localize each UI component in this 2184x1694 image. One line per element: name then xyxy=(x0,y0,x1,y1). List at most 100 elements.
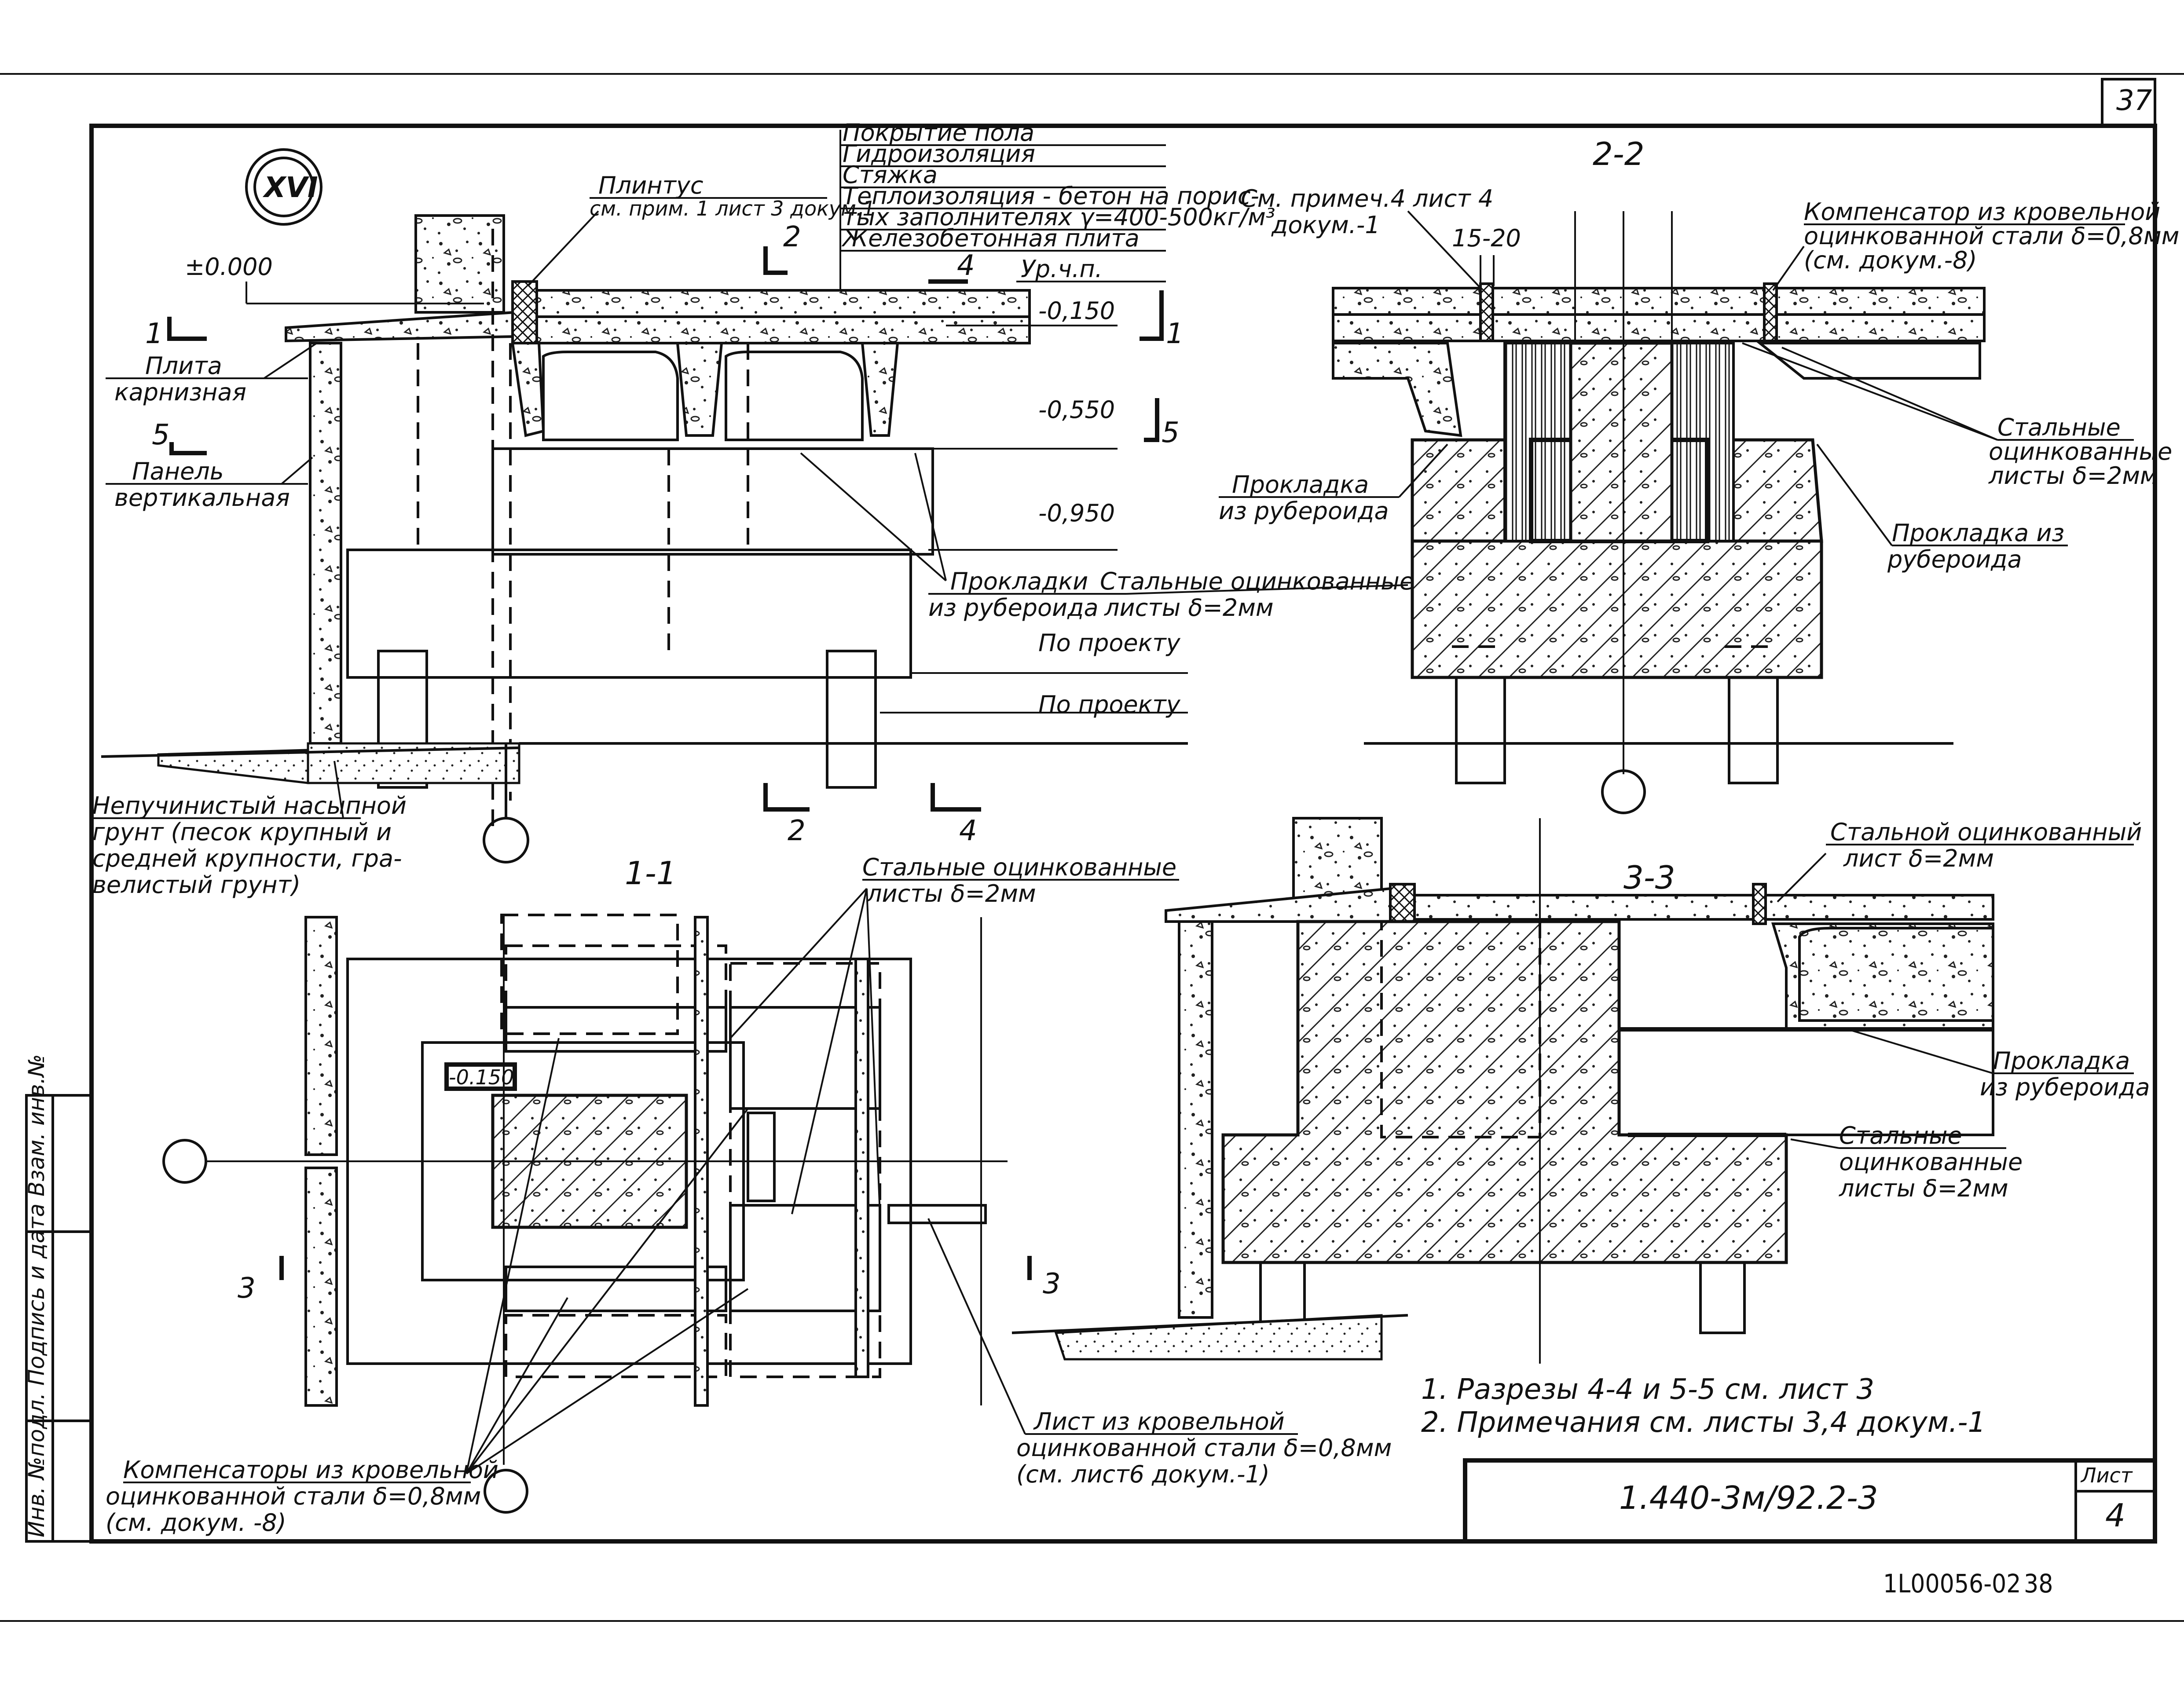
archive-page: 38 xyxy=(2024,1569,2053,1599)
plan-comp-leader-4 xyxy=(465,1288,749,1474)
compensator-label-3: (см. докум.-8) xyxy=(1804,246,1977,274)
section-mark-5: 5 xyxy=(152,419,170,451)
cut-mark-2: 2 xyxy=(788,815,806,847)
compensator-label-1: Компенсатор из кровельной xyxy=(1804,198,2160,226)
plan-steel-label-2: листы δ=2мм xyxy=(866,880,1036,907)
plan-sheet-leader xyxy=(927,1218,1026,1434)
sheet-label: Лист xyxy=(2080,1463,2133,1487)
note-2: 2. Примечания см. листы 3,4 докум.-1 xyxy=(1421,1406,1986,1439)
pad-left-leader xyxy=(1398,443,1448,498)
plan-comp-leader-1 xyxy=(465,1038,560,1474)
floor-layer-4: Теплоизоляция - бетон на порис- xyxy=(843,182,1259,210)
section-3-3 xyxy=(1011,817,1994,1364)
detail-stamp xyxy=(245,148,322,226)
sheet-frame xyxy=(0,73,2184,1622)
plan-1-1 xyxy=(162,914,1032,1514)
floor-layer-ref: Ур.ч.п. xyxy=(1021,255,1103,283)
pad-right-label-1: Прокладка из xyxy=(1892,519,2064,547)
plinth-leader xyxy=(527,210,599,287)
pads-leader-1 xyxy=(800,452,947,582)
s33-sheets-leader xyxy=(1790,1138,1840,1149)
steel-sheets-leader xyxy=(1126,584,1408,595)
archive-code: 1L00056-02 xyxy=(1883,1569,2021,1599)
cornice-slab-label-1: Плита xyxy=(145,352,222,380)
plan-comp-leader-2 xyxy=(465,1297,568,1474)
s33-pad-leader xyxy=(1847,1028,1993,1074)
floor-layer-6: Железобетонная плита xyxy=(841,224,1140,252)
pads-leader-2 xyxy=(914,453,947,581)
floor-layer-3: Стяжка xyxy=(843,161,938,189)
s33-steel-label-1: Стальной оцинкованный xyxy=(1830,818,2142,846)
fill-label-1: Непучинистый насыпной xyxy=(92,792,407,820)
panel-leader xyxy=(281,457,313,485)
title-block xyxy=(1463,1458,2157,1544)
plan-comp-label-2: оцинкованной стали δ=0,8мм xyxy=(106,1482,481,1510)
floor-layer-5: тых заполнителях γ=400-500кг/м³ xyxy=(843,203,1275,231)
section-mark-arrows xyxy=(167,246,1164,812)
compensator-leader xyxy=(1772,245,1805,291)
s33-sheets-label-3: листы δ=2мм xyxy=(1839,1174,2008,1202)
plan-elev-mark: -0.150 xyxy=(449,1065,514,1089)
see-note-label: См. примеч.4 лист 4 xyxy=(1241,185,1493,212)
note-1: 1. Разрезы 4-4 и 5-5 см. лист 3 xyxy=(1421,1373,1874,1406)
pads-label-2: из рубероида xyxy=(928,594,1099,622)
pad-left-label-2: из рубероида xyxy=(1219,497,1389,525)
s33-pad-label-2: из рубероида xyxy=(1980,1073,2150,1101)
section-mark-3: 3 xyxy=(238,1272,256,1305)
pad-right-label-2: рубероида xyxy=(1887,545,2022,573)
floor-layer-1: Покрытие пола xyxy=(843,119,1034,146)
plan-steel-label-1: Стальные оцинкованные xyxy=(862,853,1176,881)
plinth-ref: см. прим. 1 лист 3 докум.1 xyxy=(590,197,876,220)
elev-m950: -0,950 xyxy=(1038,499,1115,527)
gap-dimension: 15-20 xyxy=(1452,224,1521,252)
fill-leader xyxy=(333,761,344,819)
section-2-2 xyxy=(1332,211,1986,814)
section-mark-1b: 1 xyxy=(1166,318,1184,350)
s33-steel-label-2: лист δ=2мм xyxy=(1843,845,1994,872)
section-top-left xyxy=(101,214,1188,863)
s33-pad-label-1: Прокладка xyxy=(1993,1047,2130,1075)
floor-layer-2: Гидроизоляция xyxy=(843,140,1035,168)
pad-left-label-1: Прокладка xyxy=(1232,471,1369,498)
steel-right-label-2: оцинкованные xyxy=(1989,438,2172,465)
panel-label-2: вертикальная xyxy=(114,484,290,512)
steel-right-label-1: Стальные xyxy=(1997,413,2121,441)
steel-right-leader-1 xyxy=(1742,342,1998,441)
plan-sheet-label-1: Лист из кровельной xyxy=(1033,1408,1285,1435)
section-1-1-title: 1-1 xyxy=(625,855,677,892)
cornice-slab-label-2: карнизная xyxy=(114,378,246,406)
see-note-leader xyxy=(1407,210,1484,291)
s33-sheets-label-1: Стальные xyxy=(1839,1122,1962,1149)
pads-label-1: Прокладки xyxy=(950,567,1088,595)
floor-layer-callout xyxy=(839,130,1166,290)
s33-steel-leader xyxy=(1777,852,1827,903)
elev-m150: -0,150 xyxy=(1038,297,1115,325)
s33-sheets-label-2: оцинкованные xyxy=(1839,1148,2023,1176)
corner-number: 37 xyxy=(2116,84,2152,117)
steel-right-label-3: листы δ=2мм xyxy=(1988,462,2158,490)
sheet-number: 4 xyxy=(2105,1497,2125,1534)
elev-by-project-2: По проекту xyxy=(1038,691,1181,718)
fill-label-3: средней крупности, гра- xyxy=(92,845,402,872)
cornice-leader xyxy=(263,342,318,379)
fill-label-2: грунт (песок крупный и xyxy=(92,818,392,846)
elev-by-project-1: По проекту xyxy=(1038,629,1181,657)
panel-label-1: Панель xyxy=(132,457,224,485)
section-mark-2: 2 xyxy=(783,221,801,253)
plan-comp-leader-3 xyxy=(465,1108,749,1474)
fill-label-4: велистый грунт) xyxy=(92,871,300,899)
plan-steel-leader-2 xyxy=(791,888,868,1215)
plan-comp-label-1: Компенсаторы из кровельной xyxy=(123,1456,498,1484)
steel-sheets-label-2: листы δ=2мм xyxy=(1104,594,1274,622)
section-mark-4: 4 xyxy=(957,249,975,282)
pad-right-leader xyxy=(1816,443,1893,546)
see-note-doc: докум.-1 xyxy=(1271,211,1380,239)
plan-sheet-label-2: оцинкованной стали δ=0,8мм xyxy=(1016,1434,1392,1462)
section-mark-1: 1 xyxy=(145,318,163,350)
plan-steel-leader-1 xyxy=(729,888,868,1039)
stamp-symbol: XVI xyxy=(262,172,318,204)
section-2-2-title: 2-2 xyxy=(1593,135,1645,172)
elev-zero: ±0.000 xyxy=(185,253,273,281)
compensator-label-2: оцинкованной стали δ=0,8мм xyxy=(1804,222,2179,250)
